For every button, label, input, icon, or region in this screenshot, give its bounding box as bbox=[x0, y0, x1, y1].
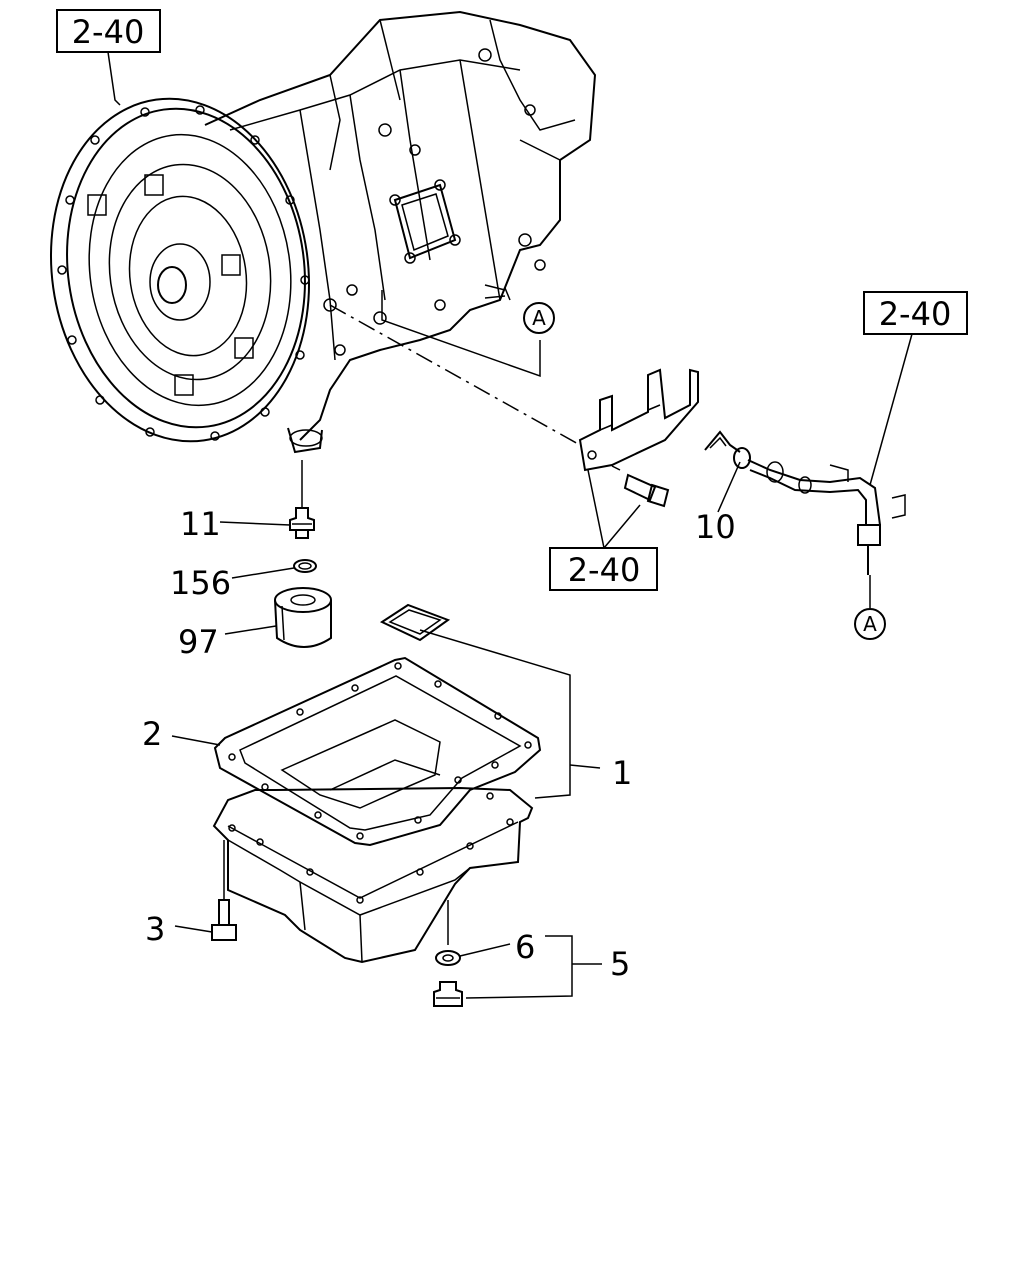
o-ring-156 bbox=[293, 559, 317, 573]
part-label-156: 156 bbox=[170, 564, 231, 602]
part-label-3: 3 bbox=[145, 910, 165, 948]
transmission-assembly bbox=[50, 10, 597, 454]
callout-97: 97 bbox=[178, 623, 277, 661]
marker-a-upper-label: A bbox=[532, 306, 546, 330]
washer-6 bbox=[435, 950, 461, 966]
reference-box-right: 2-40 bbox=[863, 291, 968, 486]
marker-a-upper: A bbox=[523, 302, 555, 334]
callout-1: 1 bbox=[419, 629, 632, 799]
callout-2: 2 bbox=[142, 715, 221, 753]
callout-10: 10 bbox=[695, 461, 741, 546]
marker-a-lower: A bbox=[854, 608, 886, 640]
oil-strainer bbox=[379, 603, 451, 642]
callout-5: 5 bbox=[465, 935, 630, 999]
oil-filter-97 bbox=[274, 587, 332, 648]
callout-156: 156 bbox=[170, 564, 295, 602]
ref-label-right: 2-40 bbox=[879, 295, 952, 333]
reference-box-bracket: 2-40 bbox=[549, 469, 658, 591]
part-label-10: 10 bbox=[695, 508, 736, 546]
drain-plug-5 bbox=[433, 981, 463, 1007]
marker-a-lower-label: A bbox=[863, 612, 877, 636]
oil-pan bbox=[212, 786, 534, 964]
part-label-1: 1 bbox=[612, 754, 632, 792]
ref-label-bracket: 2-40 bbox=[568, 551, 641, 589]
ref-label-top-left: 2-40 bbox=[72, 13, 145, 51]
callout-11: 11 bbox=[180, 505, 291, 543]
oil-level-gauge bbox=[704, 430, 906, 608]
bracket-bolt bbox=[611, 465, 670, 508]
part-label-2: 2 bbox=[142, 715, 162, 753]
part-label-5: 5 bbox=[610, 945, 630, 983]
drain-plug-11 bbox=[289, 460, 315, 539]
callout-6: 6 bbox=[459, 928, 535, 966]
oil-pan-gasket bbox=[213, 656, 542, 847]
reference-box-top-left: 2-40 bbox=[56, 9, 161, 106]
pan-bolt-3 bbox=[211, 840, 237, 941]
part-label-6: 6 bbox=[515, 928, 535, 966]
part-label-97: 97 bbox=[178, 623, 219, 661]
mounting-bracket bbox=[578, 368, 699, 472]
callout-3: 3 bbox=[145, 910, 213, 948]
part-label-11: 11 bbox=[180, 505, 221, 543]
